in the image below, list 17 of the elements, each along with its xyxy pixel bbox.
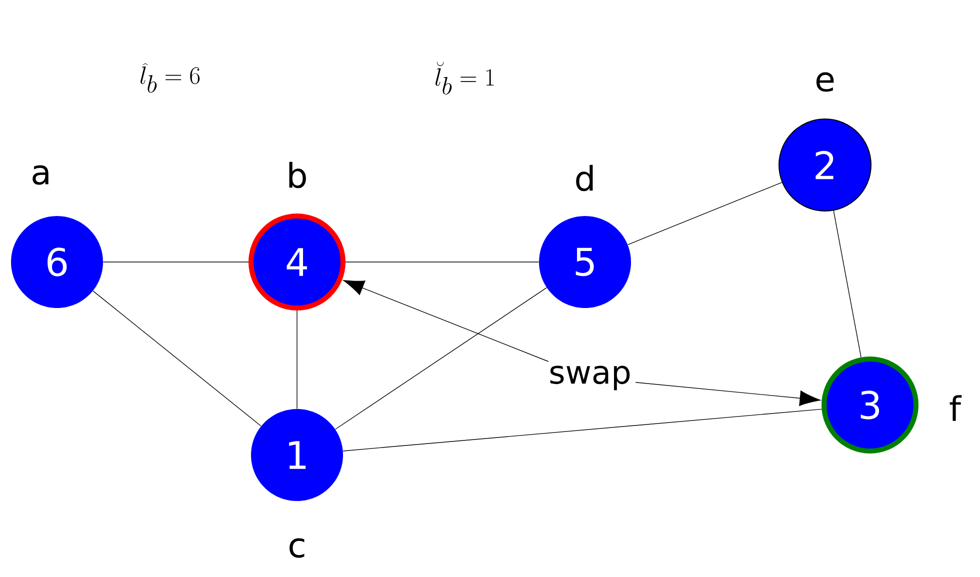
node-letter: c (290, 538, 304, 558)
edge-line (628, 182, 782, 246)
text-label: swap (550, 366, 630, 390)
edge-line (296, 310, 298, 410)
edge-line (342, 408, 822, 452)
node-letter: f (950, 395, 962, 421)
formula: $\widehat{l}_b = 6$ (140, 63, 200, 93)
node-letter: b (289, 162, 306, 188)
edge-line (92, 290, 262, 426)
arrow (635, 382, 821, 406)
formula: $\breve{l}_b = 1$ (436, 62, 494, 95)
edge-line (335, 287, 547, 430)
node-letter: d (576, 164, 593, 192)
arrow (343, 280, 549, 362)
edge-line (833, 210, 862, 358)
node-letter: e (816, 72, 834, 92)
node-letter: a (32, 165, 48, 185)
